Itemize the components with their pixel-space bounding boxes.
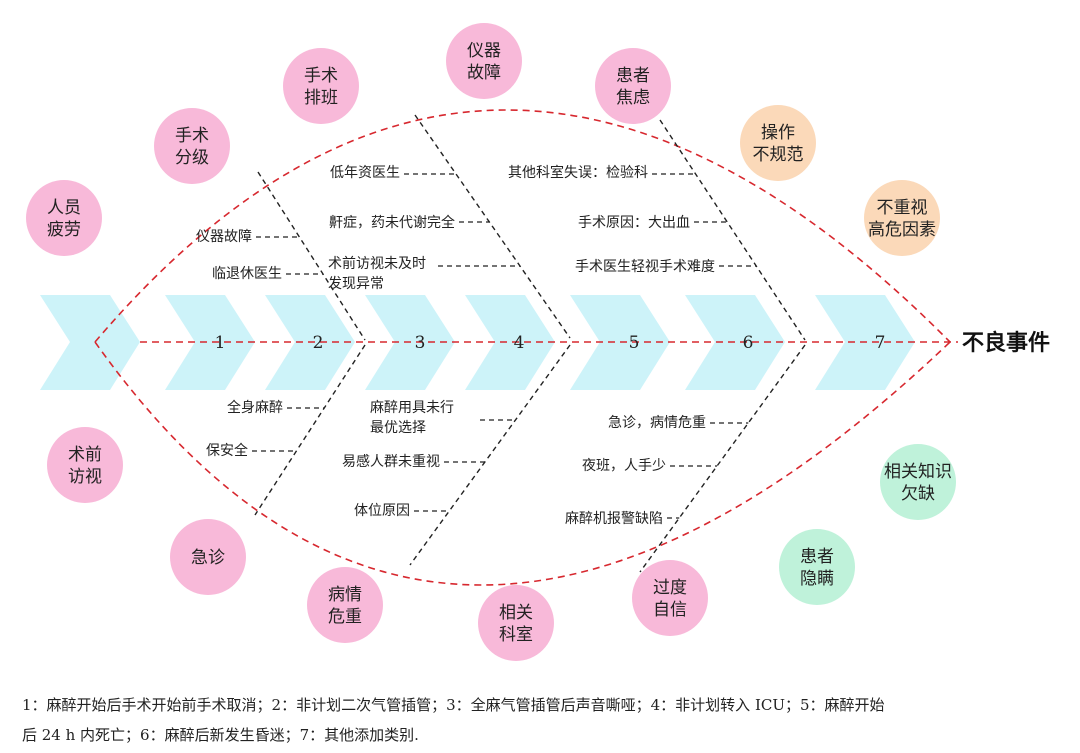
category-label: 欠缺 <box>901 484 935 504</box>
category-label: 患者 <box>616 66 650 86</box>
stage-number: 5 <box>629 333 640 353</box>
stage-number: 3 <box>415 333 426 353</box>
cause-label: 手术原因：大出血 <box>578 215 690 231</box>
cause-label: 术前访视未及时 <box>328 255 426 272</box>
legend-footnote: 1：麻醉开始后手术开始前手术取消；2：非计划二次气管插管；3：全麻气管插管后声音… <box>22 690 1062 750</box>
cause-label: 手术医生轻视手术难度 <box>575 259 715 275</box>
footnote-line-1: 1：麻醉开始后手术开始前手术取消；2：非计划二次气管插管；3：全麻气管插管后声音… <box>22 696 885 714</box>
cause-label: 全身麻醉 <box>227 399 283 416</box>
category-circle <box>478 585 554 661</box>
category-circle <box>880 444 956 520</box>
category-label: 排班 <box>304 88 338 108</box>
branch-line <box>257 171 366 341</box>
branch-line <box>414 114 571 339</box>
category-label: 故障 <box>467 63 501 83</box>
cause-label: 易感人群未重视 <box>342 453 440 470</box>
cause-label: 夜班，人手少 <box>582 458 666 474</box>
cause-label: 麻醉用具未行 <box>370 400 454 416</box>
category-label: 手术 <box>304 66 338 86</box>
category-label: 仪器 <box>467 41 501 61</box>
category-circle <box>170 519 246 595</box>
category-circle <box>446 23 522 99</box>
category-circle <box>154 108 230 184</box>
cause-label: 发现异常 <box>328 276 384 292</box>
category-label: 术前 <box>68 445 102 465</box>
category-circle <box>47 427 123 503</box>
cause-label: 临退休医生 <box>212 266 282 282</box>
category-circle <box>283 48 359 124</box>
category-circle <box>26 180 102 256</box>
category-circle <box>864 180 940 256</box>
category-label: 访视 <box>68 467 102 487</box>
category-label: 科室 <box>499 625 533 645</box>
cause-label: 最优选择 <box>370 420 426 436</box>
cause-label: 鼾症，药未代谢完全 <box>329 214 455 231</box>
cause-label: 麻醉机报警缺陷 <box>565 511 663 527</box>
category-circle <box>595 48 671 124</box>
category-circle <box>779 529 855 605</box>
category-label: 危重 <box>328 607 362 627</box>
category-circle <box>632 560 708 636</box>
branch-line <box>659 119 806 341</box>
category-label: 高危因素 <box>868 220 936 240</box>
stage-number: 4 <box>514 333 525 353</box>
category-label: 人员 <box>47 198 81 218</box>
footnote-line-2: 后 24 h 内死亡；6：麻醉后新发生昏迷；7：其他添加类别. <box>22 726 419 744</box>
branch-line <box>639 344 806 573</box>
chevron-arrow <box>165 295 255 390</box>
category-label: 焦虑 <box>616 88 650 108</box>
cause-label: 急诊，病情危重 <box>608 415 706 431</box>
category-label: 相关知识 <box>884 462 952 482</box>
category-label: 自信 <box>653 600 687 620</box>
cause-label: 仪器故障 <box>196 229 252 245</box>
category-label: 不规范 <box>753 145 804 165</box>
stage-number: 2 <box>313 333 324 353</box>
effect-label: 不良事件 <box>962 330 1050 356</box>
stage-number: 6 <box>743 333 754 353</box>
category-label: 分级 <box>175 148 209 168</box>
category-label: 相关 <box>499 603 533 623</box>
cause-label: 其他科室失误：检验科 <box>508 164 648 181</box>
category-label: 急诊 <box>191 548 225 568</box>
chevron-arrow <box>40 295 140 390</box>
branch-line <box>254 344 366 516</box>
cause-label: 保安全 <box>206 442 248 459</box>
cause-label: 低年资医生 <box>330 165 400 181</box>
stage-number: 1 <box>215 333 226 353</box>
category-circle <box>740 105 816 181</box>
cause-label: 体位原因 <box>354 503 410 519</box>
category-label: 不重视 <box>877 198 928 218</box>
category-label: 操作 <box>761 123 795 143</box>
category-label: 病情 <box>328 585 362 605</box>
category-label: 手术 <box>175 126 209 146</box>
lower-outline <box>94 341 951 586</box>
category-circle <box>307 567 383 643</box>
stage-number: 7 <box>875 333 886 353</box>
category-label: 疲劳 <box>47 220 81 240</box>
branch-line <box>409 344 571 566</box>
chevron-arrow <box>465 295 555 390</box>
category-label: 过度 <box>653 578 687 598</box>
category-label: 隐瞒 <box>800 569 834 589</box>
category-label: 患者 <box>800 547 834 567</box>
